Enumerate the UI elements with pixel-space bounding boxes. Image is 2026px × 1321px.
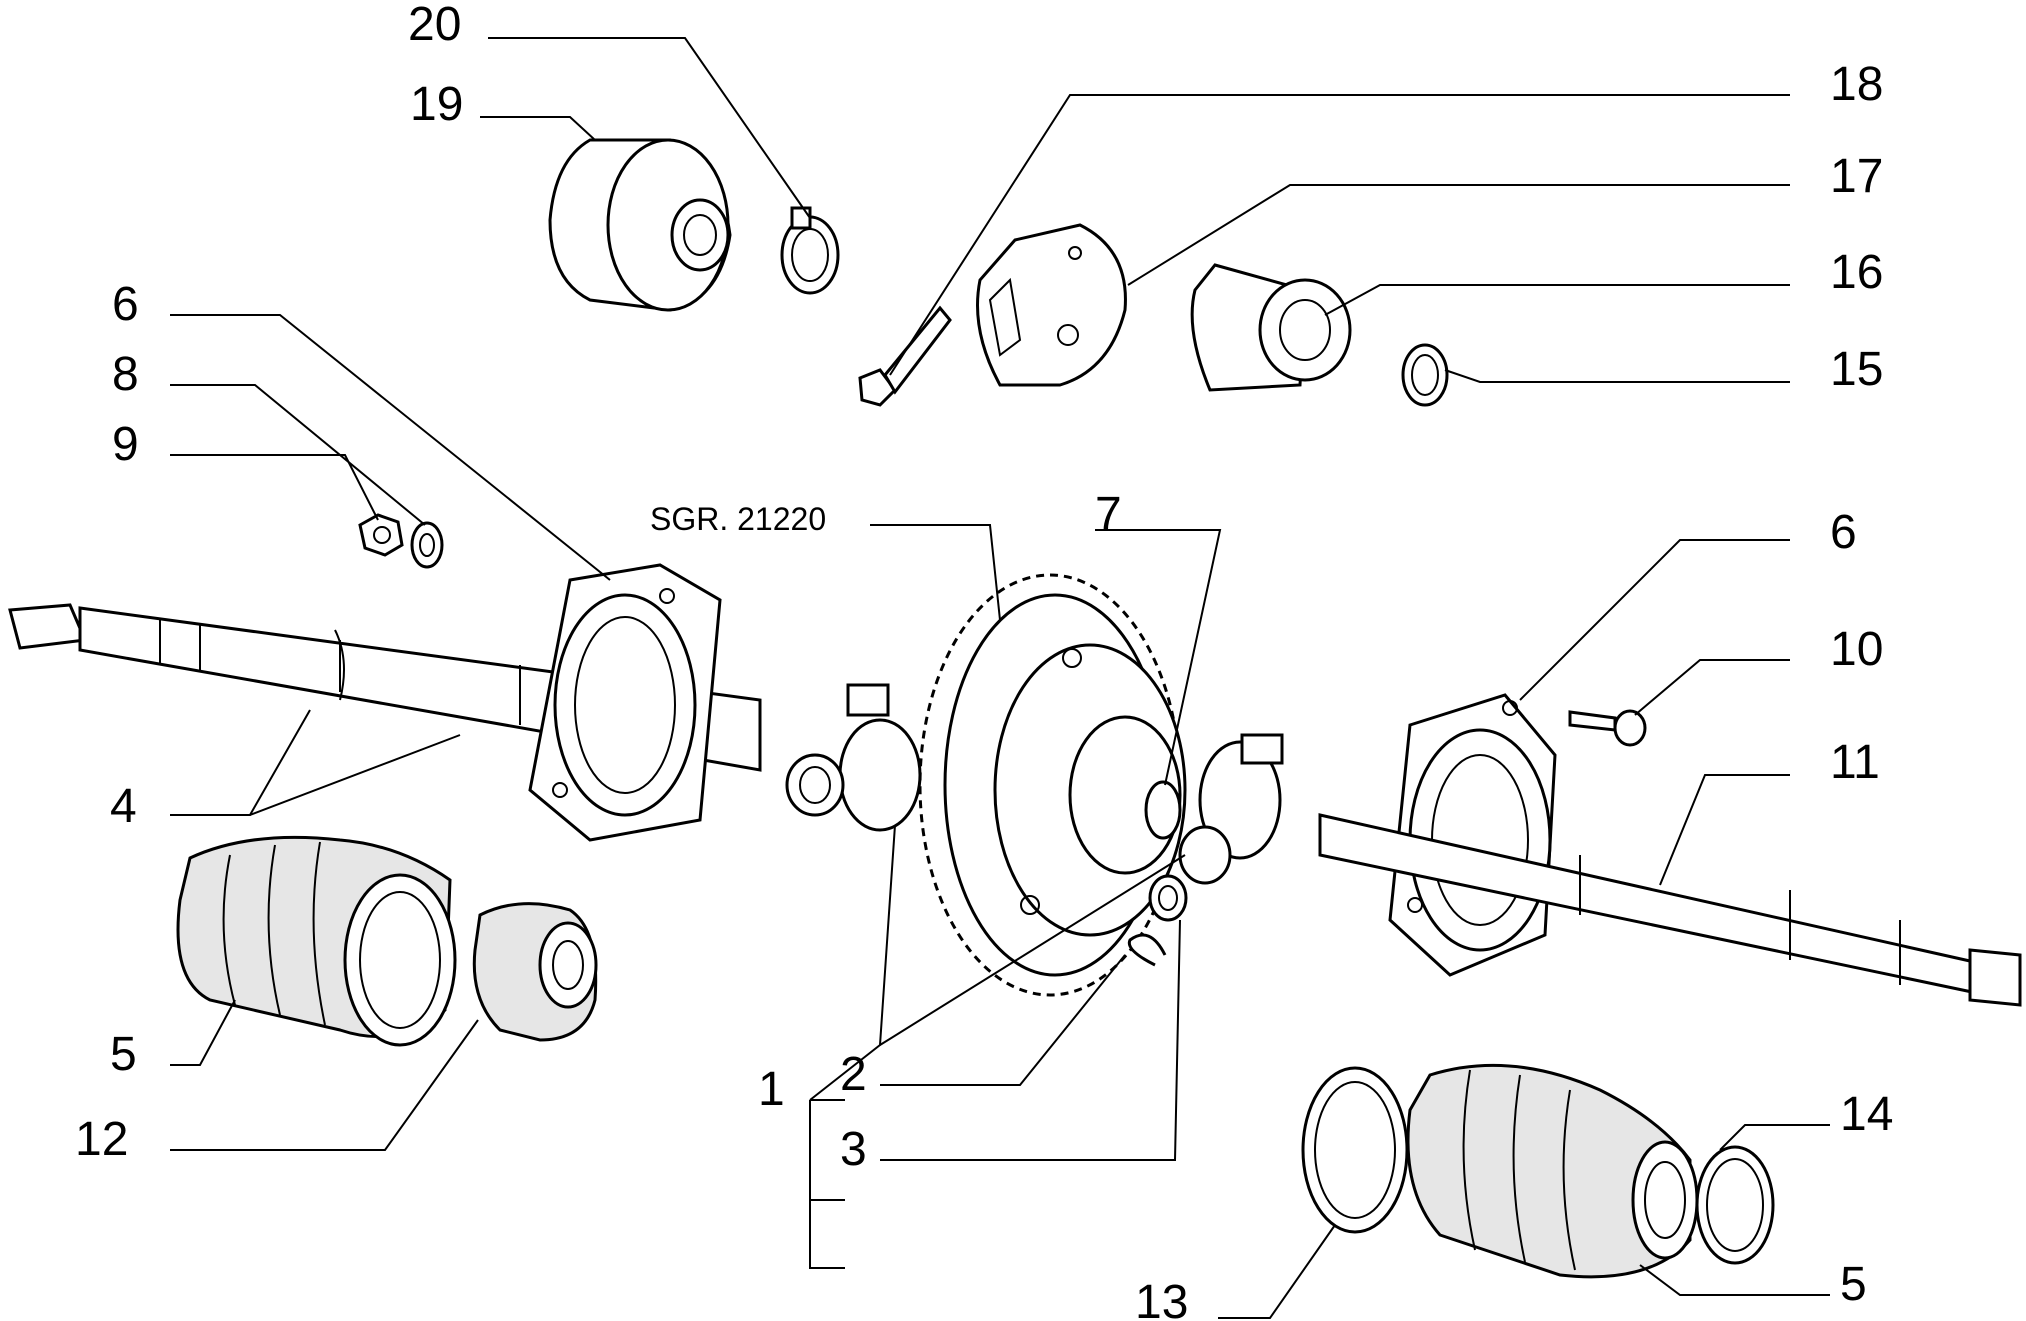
callout-labels: 20 19 18 17 16 15 6 8 9 7 6 10 11 4 5 12…: [75, 0, 1893, 1321]
callout-1: 1: [758, 1063, 785, 1116]
inner-boot: [472, 902, 598, 1042]
differential-ring-gear: [918, 573, 1187, 997]
callout-10: 10: [1830, 623, 1883, 676]
callout-8: 8: [112, 348, 139, 401]
callout-11: 11: [1830, 736, 1880, 789]
right-tripod-joint: [1178, 733, 1284, 885]
clip: [780, 206, 840, 295]
large-clamp: [1301, 1066, 1409, 1234]
bolt: [858, 305, 952, 407]
callout-4: 4: [110, 780, 137, 833]
leader-lines: [170, 37, 1830, 1319]
callout-3: 3: [840, 1123, 867, 1176]
right-boot: [1406, 1063, 1699, 1279]
callout-16: 16: [1830, 246, 1883, 299]
spacer-ring-3: [1148, 874, 1188, 922]
callout-2: 2: [840, 1048, 867, 1101]
callout-18: 18: [1830, 58, 1883, 111]
callout-20: 20: [408, 0, 461, 51]
callout-5-left: 5: [110, 1028, 137, 1081]
right-axle-shaft: [1318, 813, 2022, 1007]
callout-7: 7: [1095, 488, 1122, 541]
ball-cage: [976, 223, 1127, 387]
circlip-7: [1144, 780, 1182, 840]
flange-bolt: [1568, 709, 1647, 747]
callout-5-right: 5: [1840, 1258, 1867, 1311]
callout-6-right: 6: [1830, 506, 1857, 559]
left-boot: [176, 835, 457, 1047]
callout-12: 12: [75, 1113, 128, 1166]
callout-15: 15: [1830, 343, 1883, 396]
callout-9: 9: [112, 418, 139, 471]
snap-ring-2: [1127, 933, 1167, 967]
washer: [410, 521, 444, 569]
bearing: [1190, 263, 1352, 392]
callout-14: 14: [1840, 1088, 1893, 1141]
callout-17: 17: [1830, 150, 1883, 203]
left-tripod-joint: [785, 683, 922, 832]
joint-housing: [548, 138, 732, 312]
o-ring: [1401, 343, 1449, 407]
nut: [358, 513, 404, 557]
callout-13: 13: [1135, 1276, 1188, 1321]
reference-label: SGR. 21220: [650, 501, 826, 537]
small-clamp: [1695, 1145, 1775, 1265]
callout-6-left: 6: [112, 278, 139, 331]
callout-19: 19: [410, 78, 463, 131]
left-flange: [528, 563, 722, 842]
